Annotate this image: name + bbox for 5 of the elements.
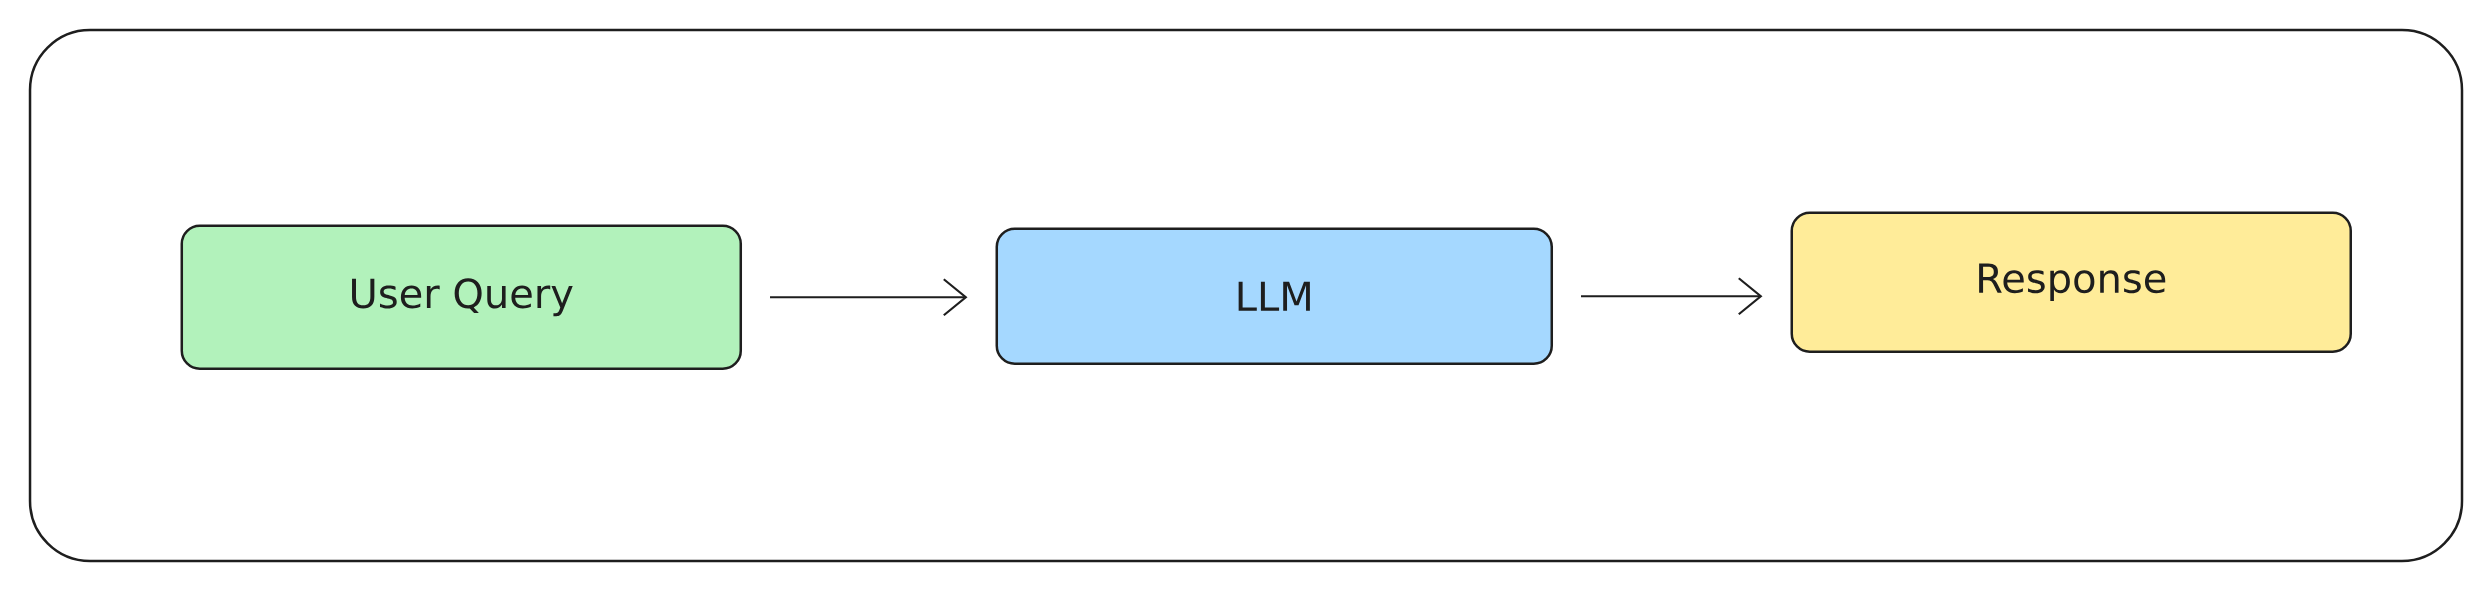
process-box: User Query (180, 224, 742, 370)
process-box: Response (1790, 211, 2352, 353)
arrow (770, 278, 968, 317)
arrow (1581, 277, 1763, 316)
process-box: LLM (995, 227, 1553, 365)
